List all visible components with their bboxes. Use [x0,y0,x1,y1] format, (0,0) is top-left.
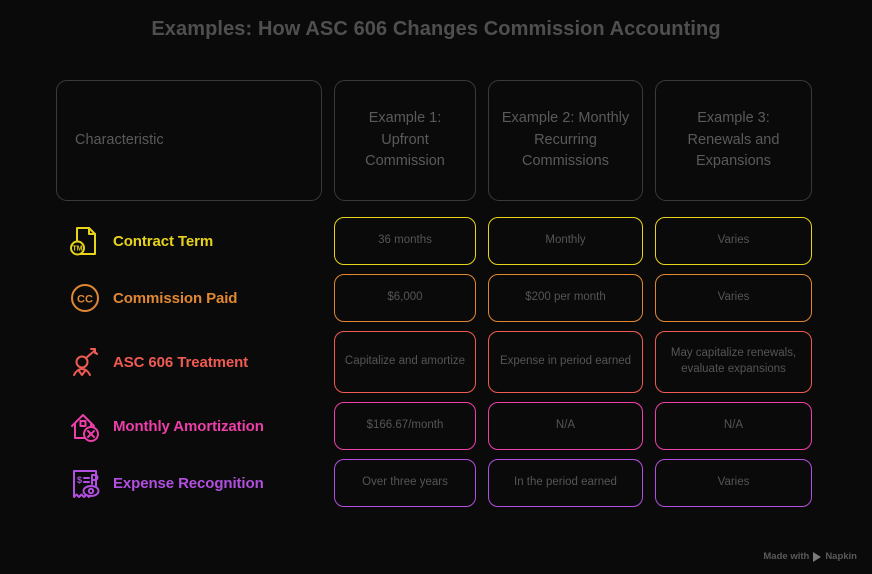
header-example-1-label: Example 1: Upfront Commission [365,109,445,170]
row-characteristic-contract-term: TM Contract Term [56,217,322,265]
napkin-watermark: Made with Napkin [763,551,857,562]
table-row: Monthly Amortization $166.67/month N/A N… [56,402,816,450]
person-raising-icon [68,345,102,379]
row-label: Monthly Amortization [113,417,264,435]
table-header-row: Characteristic Example 1: Upfront Commis… [56,80,816,201]
row-characteristic-commission-paid: CC Commission Paid [56,274,322,322]
cell-value: N/A [655,402,812,450]
cell-value: Varies [655,217,812,265]
table-row: CC Commission Paid $6,000 $200 per month… [56,274,816,322]
cell-value: Monthly [488,217,643,265]
svg-text:TM: TM [72,246,82,253]
cell-value: $6,000 [334,274,476,322]
cc-circle-icon: CC [68,281,102,315]
table-row: TM Contract Term 36 months Monthly Varie… [56,217,816,265]
row-label: Expense Recognition [113,474,264,492]
cell-value: $166.67/month [334,402,476,450]
cell-value: Varies [655,274,812,322]
cell-value: Varies [655,459,812,507]
svg-text:CC: CC [77,294,93,306]
watermark-prefix: Made with [763,551,810,562]
table-row: ASC 606 Treatment Capitalize and amortiz… [56,331,816,393]
napkin-logo-icon [813,551,822,562]
receipt-eye-icon: $ [68,466,102,500]
header-example-3-label: Example 3: Renewals and Expansions [687,109,780,170]
row-label: Commission Paid [113,289,238,307]
header-example-2-label: Example 2: Monthly Recurring Commissions [501,109,630,170]
watermark-brand: Napkin [825,551,857,562]
cell-value: May capitalize renewals, evaluate expans… [655,331,812,393]
row-characteristic-monthly-amortization: Monthly Amortization [56,402,322,450]
table-row: $ Expense Recognition Over three years I… [56,459,816,507]
svg-text:$: $ [77,475,82,485]
header-example-2: Example 2: Monthly Recurring Commissions [488,80,643,201]
page-title: Examples: How ASC 606 Changes Commission… [151,18,721,40]
cell-value: $200 per month [488,274,643,322]
cell-value: In the period earned [488,459,643,507]
house-x-icon [68,409,102,443]
header-characteristic-label: Characteristic [75,131,164,148]
row-characteristic-expense-recognition: $ Expense Recognition [56,459,322,507]
row-label: Contract Term [113,232,214,250]
header-example-3: Example 3: Renewals and Expansions [655,80,812,201]
cell-value: Over three years [334,459,476,507]
cell-value: Expense in period earned [488,331,643,393]
header-characteristic: Characteristic [56,80,322,201]
cell-value: 36 months [334,217,476,265]
cell-value: N/A [488,402,643,450]
row-label: ASC 606 Treatment [113,353,249,371]
comparison-table: Characteristic Example 1: Upfront Commis… [56,80,816,516]
cell-value: Capitalize and amortize [334,331,476,393]
header-example-1: Example 1: Upfront Commission [334,80,476,201]
row-characteristic-asc-606-treatment: ASC 606 Treatment [56,331,322,393]
document-tm-icon: TM [68,224,102,258]
